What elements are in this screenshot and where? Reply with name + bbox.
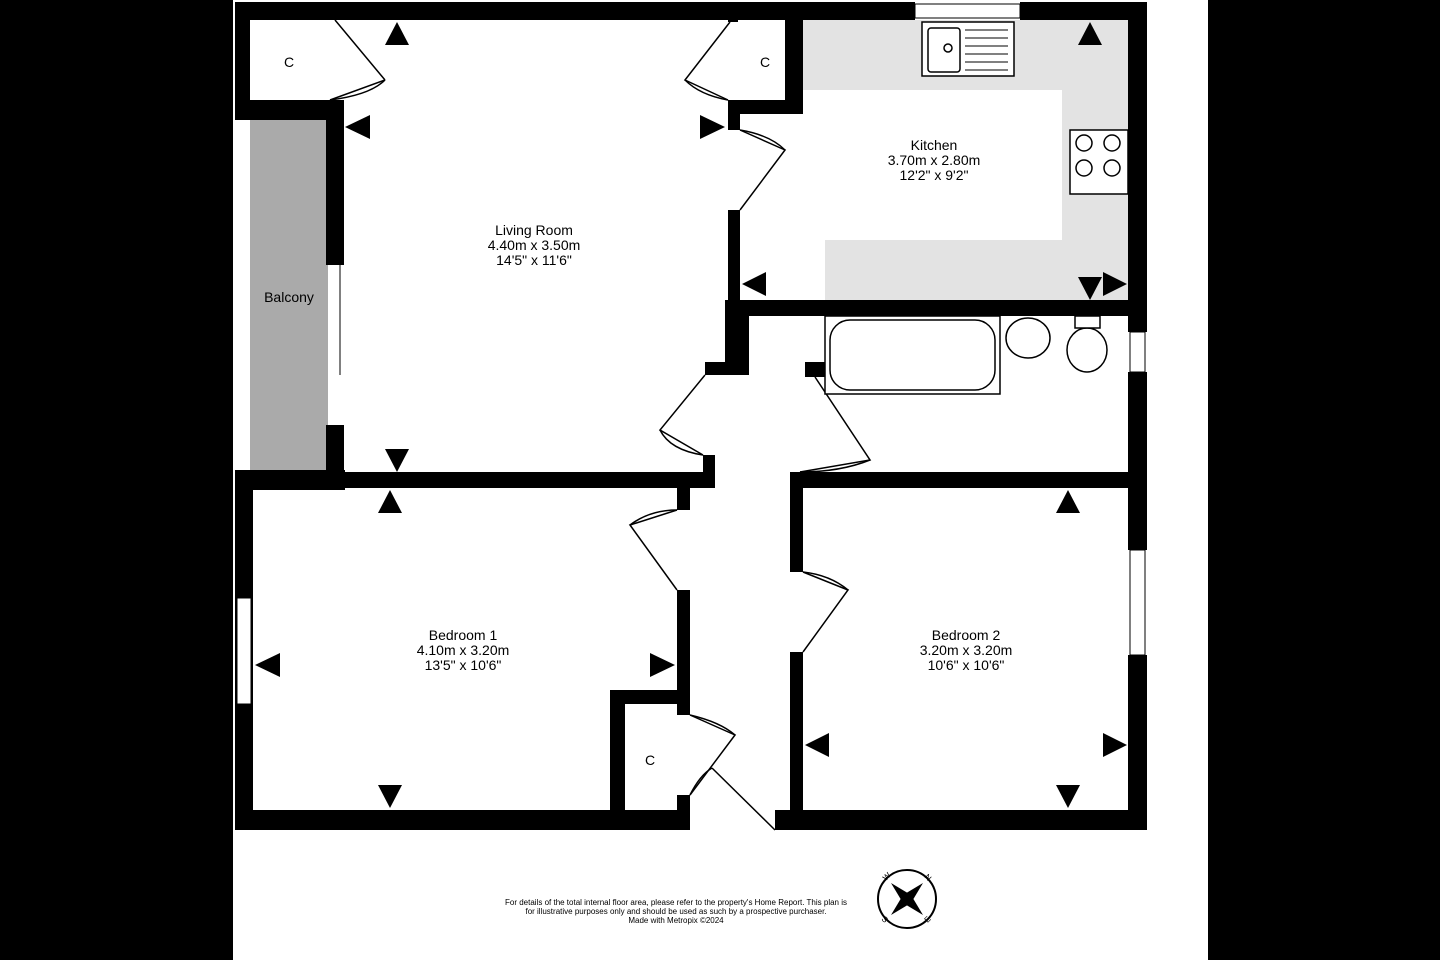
compass-icon: [877, 869, 937, 929]
balcony-floor: [250, 120, 328, 470]
room-metric: 3.20m x 3.20m: [919, 642, 1013, 658]
room-label-kitchen: Kitchen 3.70m x 2.80m 12'2" x 9'2": [888, 138, 981, 183]
disclaimer-line: for illustrative purposes only and shoul…: [525, 907, 827, 916]
room-label-bedroom2: Bedroom 2 3.20m x 3.20m 10'6" x 10'6": [920, 628, 1013, 673]
disclaimer-line: For details of the total internal floor …: [505, 898, 847, 907]
toilet: [1066, 327, 1108, 373]
cupboard-label: C: [759, 54, 771, 70]
room-metric: 3.70m x 2.80m: [887, 152, 981, 168]
room-metric: 4.10m x 3.20m: [416, 642, 510, 658]
disclaimer: For details of the total internal floor …: [505, 898, 847, 925]
washbasin: [1005, 317, 1051, 359]
windows: [236, 3, 1146, 705]
room-name: Living Room: [495, 222, 573, 238]
room-imperial: 13'5" x 10'6": [424, 657, 502, 673]
room-name: Bedroom 2: [931, 627, 1001, 643]
room-label-balcony: Balcony: [264, 289, 314, 305]
room-imperial: 12'2" x 9'2": [899, 167, 969, 183]
room-name: Kitchen: [910, 137, 958, 153]
cupboard-label: C: [644, 752, 656, 768]
kitchen-floor: [800, 20, 1128, 300]
dimension-arrows: [255, 22, 1127, 808]
room-name: Bedroom 1: [428, 627, 498, 643]
room-metric: 4.40m x 3.50m: [487, 237, 581, 253]
credit-line: Made with Metropix ©2024: [628, 916, 724, 925]
room-label-bedroom1: Bedroom 1 4.10m x 3.20m 13'5" x 10'6": [417, 628, 510, 673]
room-imperial: 14'5" x 11'6": [496, 252, 572, 268]
doors: [329, 19, 872, 831]
room-label-living: Living Room 4.40m x 3.50m 14'5" x 11'6": [488, 223, 581, 268]
cupboard-label: C: [283, 54, 295, 70]
room-imperial: 10'6" x 10'6": [927, 657, 1005, 673]
walls: [235, 2, 1147, 830]
